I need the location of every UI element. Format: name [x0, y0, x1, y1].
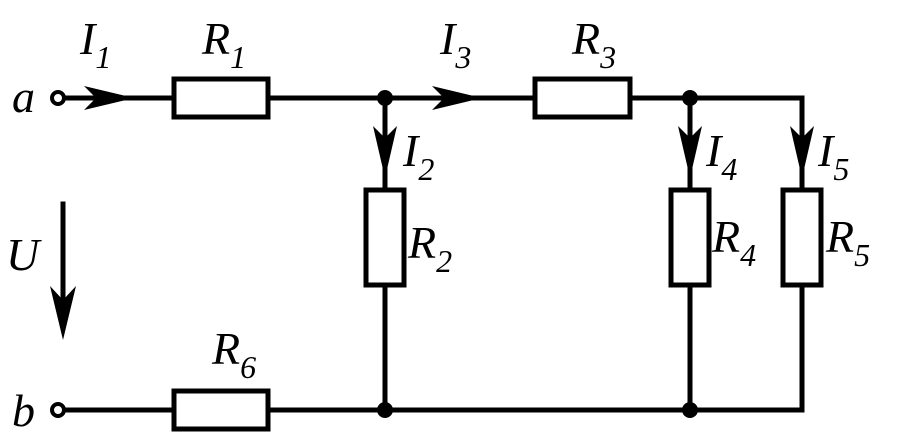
resistor-r1 [171, 76, 271, 120]
labels: a b U I1 I3 I2 I4 I5 R1 R3 R6 R2 R4 R5 [6, 13, 870, 436]
resistor-r2 [363, 187, 407, 288]
resistor-r2-label: R2 [407, 217, 452, 279]
terminal-b-label: b [12, 385, 35, 436]
current-arrow-i2 [373, 126, 397, 178]
current-arrow-i5 [790, 126, 814, 178]
current-arrow-i3 [432, 86, 482, 110]
resistor-r1-label: R1 [201, 13, 246, 75]
voltage-arrow-u [50, 201, 76, 340]
current-i2-label: I2 [402, 125, 434, 187]
node-top-r2 [377, 90, 393, 106]
node-bottom-r4 [682, 402, 698, 418]
terminal-a [50, 90, 66, 106]
junction-nodes [377, 90, 698, 418]
terminals [50, 90, 66, 418]
resistor-r6-label: R6 [211, 323, 256, 385]
voltage-u-label: U [6, 229, 42, 280]
terminal-b [50, 402, 66, 418]
resistor-r3-label: R3 [571, 13, 616, 75]
voltage-arrow-head [50, 286, 76, 340]
current-arrow-i1 [84, 86, 134, 110]
resistors [171, 76, 824, 432]
current-arrows [84, 86, 814, 178]
current-i5-label: I5 [817, 125, 849, 187]
terminal-a-label: a [12, 71, 35, 122]
resistor-r5 [780, 187, 824, 288]
resistor-r6 [171, 388, 271, 432]
node-top-r4 [682, 90, 698, 106]
current-i4-label: I4 [705, 125, 737, 187]
node-bottom-r2 [377, 402, 393, 418]
current-arrow-i4 [678, 126, 702, 178]
resistor-r5-label: R5 [825, 211, 870, 273]
current-i1-label: I1 [79, 13, 111, 75]
current-i3-label: I3 [439, 13, 471, 75]
resistor-r4 [668, 187, 712, 288]
resistor-r4-label: R4 [711, 211, 756, 273]
resistor-r3 [532, 76, 633, 120]
